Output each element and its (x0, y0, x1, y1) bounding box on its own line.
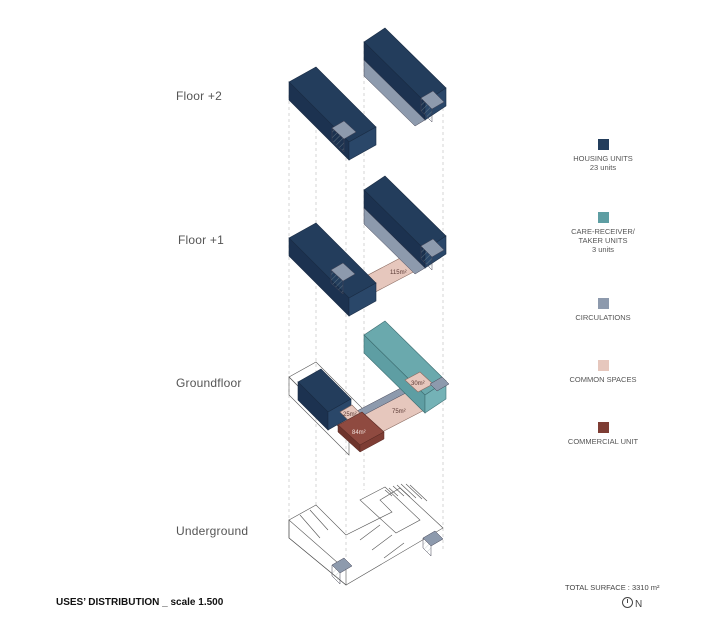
commercial-unit (359, 431, 385, 453)
housing-block (348, 126, 377, 161)
legend-circulation-label: CIRCULATIONS (575, 313, 631, 322)
legend-commercial-label: COMMERCIAL UNIT (567, 437, 639, 446)
underground-cores (331, 530, 444, 585)
circulation-core (331, 127, 345, 153)
circulation-core (429, 376, 450, 392)
area-label: 75m² (392, 409, 406, 415)
legend-swatch-circulation (597, 298, 609, 309)
legend-swatch-commercial (597, 422, 609, 433)
legend-housing-label: HOUSING UNITS (573, 154, 633, 163)
ramp-stripes (384, 483, 428, 502)
area-label: 84m² (352, 430, 366, 436)
floor-label-ground: Groundfloor (176, 376, 242, 390)
north-arrow-icon (622, 597, 633, 608)
underground-outline (288, 487, 444, 586)
groundfloor-blocks: 75m² 30m² 25m² 84m² (288, 320, 450, 456)
floor-1-blocks: 115m² (288, 175, 447, 317)
diagram-title: USES’ DISTRIBUTION _ scale 1.500 (56, 597, 224, 608)
area-label: 30m² (411, 381, 425, 387)
legend-swatch-care (597, 212, 609, 223)
total-surface: TOTAL SURFACE : 3310 m² (565, 583, 660, 592)
legend-common-label: COMMON SPACES (569, 375, 637, 384)
legend-housing-count: 23 units (589, 163, 617, 172)
legend-swatch-housing (597, 139, 609, 150)
area-label: 115m² (390, 270, 407, 276)
underground-plan (288, 483, 444, 586)
floor-2-blocks (288, 27, 447, 161)
circulation-strip (363, 207, 426, 275)
legend-care-label-2: TAKER UNITS (578, 236, 628, 245)
housing-block (348, 282, 377, 317)
legend-housing: HOUSING UNITS 23 units (548, 139, 658, 172)
legend-care-label-1: CARE-RECEIVER/ (571, 227, 635, 236)
circulation-core (330, 269, 344, 295)
underground-zone (359, 486, 421, 534)
legend-care-count: 3 units (591, 245, 615, 254)
area-label: 25m² (343, 412, 357, 418)
circulation-strip (363, 59, 426, 127)
circulation-core (420, 245, 433, 271)
floor-label-1: Floor +1 (178, 233, 224, 247)
floor-label-underground: Underground (176, 524, 249, 538)
circulation-core (420, 97, 433, 123)
floor-label-2: Floor +2 (176, 89, 222, 103)
legend-circulation: CIRCULATIONS (548, 298, 658, 322)
north-label: N (635, 599, 643, 610)
legend-common: COMMON SPACES (548, 360, 658, 384)
underground-outline (288, 519, 347, 586)
legend-care: CARE-RECEIVER/ TAKER UNITS 3 units (548, 212, 658, 254)
legend-swatch-common (597, 360, 609, 371)
legend-commercial: COMMERCIAL UNIT (548, 422, 658, 446)
circulation-core (422, 537, 432, 557)
north-indicator: N (622, 597, 642, 610)
circulation-core (331, 564, 341, 585)
